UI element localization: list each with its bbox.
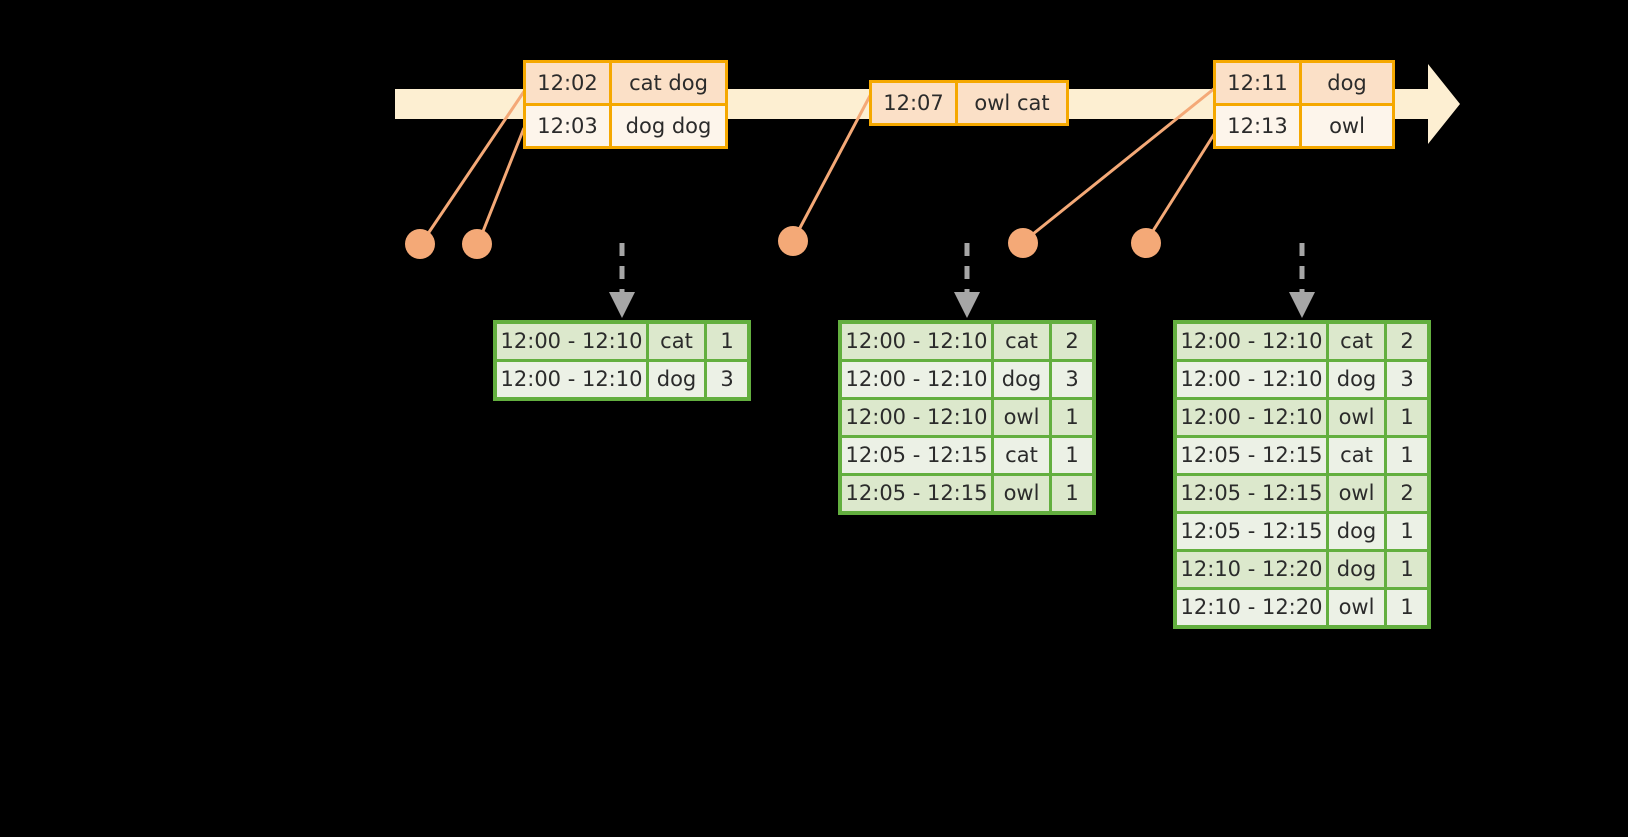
event-row: 12:11 dog — [1216, 63, 1392, 103]
word-cell: cat — [994, 438, 1052, 473]
event-time: 12:07 — [872, 83, 958, 123]
event-dot-2 — [462, 229, 492, 259]
event-group-1: 12:02 cat dog 12:03 dog dog — [523, 60, 728, 149]
count-cell: 1 — [1052, 438, 1092, 473]
word-cell: dog — [1329, 514, 1387, 549]
connector-line-1 — [419, 89, 527, 245]
event-dot-3 — [778, 226, 808, 256]
event-row: 12:03 dog dog — [526, 103, 725, 146]
window-range-cell: 12:10 - 12:20 — [1177, 552, 1329, 587]
window-range-cell: 12:10 - 12:20 — [1177, 590, 1329, 625]
word-cell: dog — [1329, 552, 1387, 587]
word-cell: cat — [1329, 324, 1387, 359]
word-cell: cat — [1329, 438, 1387, 473]
count-cell: 3 — [1387, 362, 1427, 397]
count-cell: 1 — [1387, 590, 1427, 625]
count-cell: 1 — [707, 324, 747, 359]
event-words: cat dog — [612, 63, 725, 103]
event-dot-5 — [1131, 228, 1161, 258]
connector-line-5 — [1144, 127, 1220, 243]
count-cell: 1 — [1387, 400, 1427, 435]
count-cell: 3 — [707, 362, 747, 397]
count-cell: 1 — [1052, 476, 1092, 511]
event-row: 12:13 owl — [1216, 103, 1392, 146]
emit-arrowhead-3 — [1289, 292, 1315, 318]
window-range-cell: 12:00 - 12:10 — [1177, 400, 1329, 435]
word-cell: owl — [1329, 590, 1387, 625]
window-range-cell: 12:00 - 12:10 — [1177, 324, 1329, 359]
connector-line-3 — [791, 91, 874, 242]
event-dots — [405, 226, 1161, 259]
event-row: 12:07 owl cat — [872, 83, 1066, 123]
word-cell: owl — [994, 400, 1052, 435]
window-range-cell: 12:05 - 12:15 — [842, 476, 994, 511]
count-cell: 2 — [1052, 324, 1092, 359]
window-range-cell: 12:00 - 12:10 — [842, 324, 994, 359]
word-cell: dog — [994, 362, 1052, 397]
word-cell: owl — [994, 476, 1052, 511]
word-cell: cat — [994, 324, 1052, 359]
connector-line-2 — [476, 127, 526, 245]
event-words: owl — [1302, 106, 1392, 146]
emit-arrowheads — [609, 292, 1315, 318]
window-range-cell: 12:00 - 12:10 — [842, 362, 994, 397]
count-cell: 2 — [1387, 476, 1427, 511]
window-range-cell: 12:05 - 12:15 — [842, 438, 994, 473]
event-dot-1 — [405, 229, 435, 259]
window-range-cell: 12:05 - 12:15 — [1177, 476, 1329, 511]
word-cell: dog — [1329, 362, 1387, 397]
word-cell: owl — [1329, 400, 1387, 435]
word-cell: cat — [649, 324, 707, 359]
emit-arrowhead-2 — [954, 292, 980, 318]
count-cell: 1 — [1052, 400, 1092, 435]
count-cell: 1 — [1387, 552, 1427, 587]
event-group-2: 12:07 owl cat — [869, 80, 1069, 126]
emit-arrowhead-1 — [609, 292, 635, 318]
window-range-cell: 12:00 - 12:10 — [1177, 362, 1329, 397]
window-range-cell: 12:05 - 12:15 — [1177, 438, 1329, 473]
event-words: dog — [1302, 63, 1392, 103]
emit-arrows — [619, 243, 1305, 292]
window-range-cell: 12:00 - 12:10 — [497, 324, 649, 359]
window-range-cell: 12:05 - 12:15 — [1177, 514, 1329, 549]
word-cell: dog — [649, 362, 707, 397]
event-row: 12:02 cat dog — [526, 63, 725, 103]
event-time: 12:02 — [526, 63, 612, 103]
count-cell: 2 — [1387, 324, 1427, 359]
count-cell: 3 — [1052, 362, 1092, 397]
event-words: dog dog — [612, 106, 725, 146]
window-range-cell: 12:00 - 12:10 — [842, 400, 994, 435]
count-cell: 1 — [1387, 438, 1427, 473]
event-dot-4 — [1008, 228, 1038, 258]
event-time: 12:03 — [526, 106, 612, 146]
event-group-3: 12:11 dog 12:13 owl — [1213, 60, 1395, 149]
event-time: 12:13 — [1216, 106, 1302, 146]
window-range-cell: 12:00 - 12:10 — [497, 362, 649, 397]
event-words: owl cat — [958, 83, 1066, 123]
event-time: 12:11 — [1216, 63, 1302, 103]
count-cell: 1 — [1387, 514, 1427, 549]
word-cell: owl — [1329, 476, 1387, 511]
